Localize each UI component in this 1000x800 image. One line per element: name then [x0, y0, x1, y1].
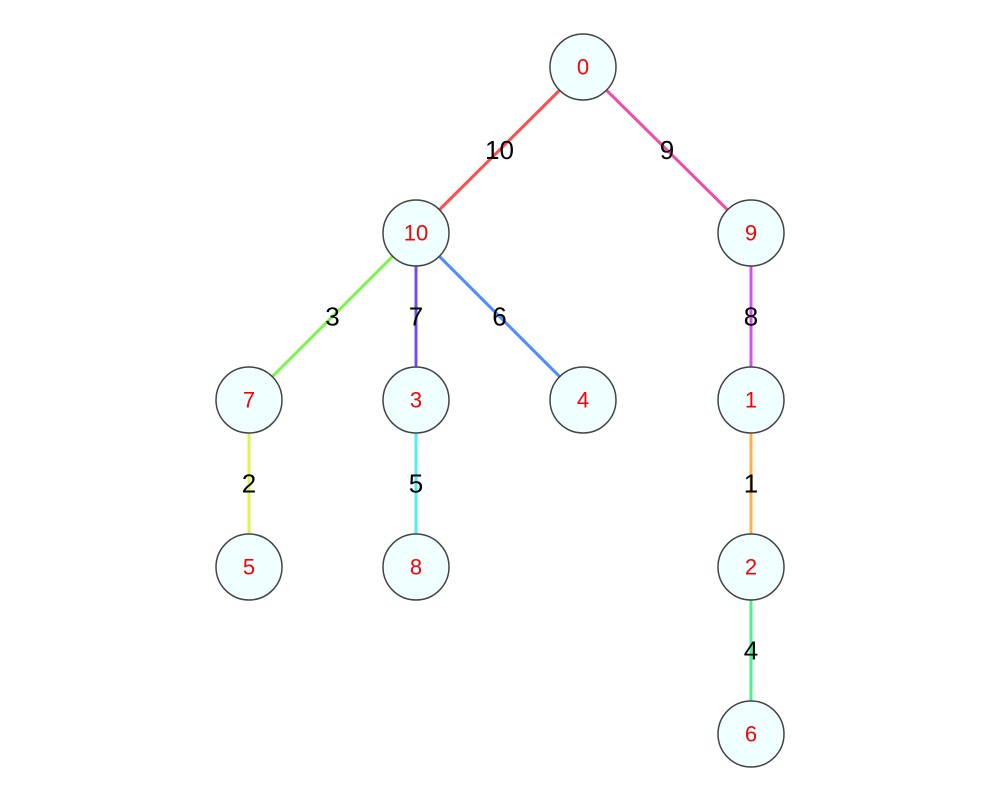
edge-10-7 — [247, 231, 418, 402]
node-label: 6 — [745, 722, 757, 747]
edge-weight-label: 9 — [660, 135, 674, 165]
node-label: 3 — [410, 388, 422, 413]
node-label: 4 — [577, 388, 589, 413]
node-1: 1 — [717, 366, 785, 434]
edge-weight-label: 10 — [485, 135, 514, 165]
node-circle — [215, 366, 283, 434]
edge-10-4 — [414, 231, 585, 402]
edge-0-10 — [414, 65, 585, 235]
edge-weight-label: 3 — [325, 302, 339, 332]
node-circle — [549, 33, 617, 101]
edge-weight-label: 5 — [409, 469, 423, 499]
edge-weight-label: 4 — [744, 636, 758, 666]
edge-weight-label: 7 — [409, 302, 423, 332]
node-8: 8 — [382, 533, 450, 601]
edge-weight-label: 1 — [744, 469, 758, 499]
node-label: 7 — [243, 388, 255, 413]
node-label: 0 — [577, 55, 589, 80]
node-7: 7 — [215, 366, 283, 434]
edge-0-9 — [581, 65, 753, 235]
node-6: 6 — [717, 700, 785, 768]
node-label: 5 — [243, 555, 255, 580]
node-circle — [215, 533, 283, 601]
node-circle — [717, 366, 785, 434]
node-circle — [717, 700, 785, 768]
node-circle — [549, 366, 617, 434]
node-label: 9 — [745, 221, 757, 246]
node-circle — [382, 533, 450, 601]
edge-weight-label: 6 — [492, 302, 506, 332]
edge-weight-label: 8 — [744, 302, 758, 332]
edge-weight-label: 2 — [242, 469, 256, 499]
node-9: 9 — [717, 199, 785, 267]
node-2: 2 — [717, 533, 785, 601]
node-5: 5 — [215, 533, 283, 601]
node-10: 10 — [382, 199, 450, 267]
node-circle — [717, 199, 785, 267]
node-label: 8 — [410, 555, 422, 580]
node-circle — [717, 533, 785, 601]
node-0: 0 — [549, 33, 617, 101]
node-circle — [382, 366, 450, 434]
node-label: 10 — [404, 221, 428, 246]
node-circle — [382, 199, 450, 267]
node-3: 3 — [382, 366, 450, 434]
node-4: 4 — [549, 366, 617, 434]
node-label: 2 — [745, 555, 757, 580]
node-label: 1 — [745, 388, 757, 413]
